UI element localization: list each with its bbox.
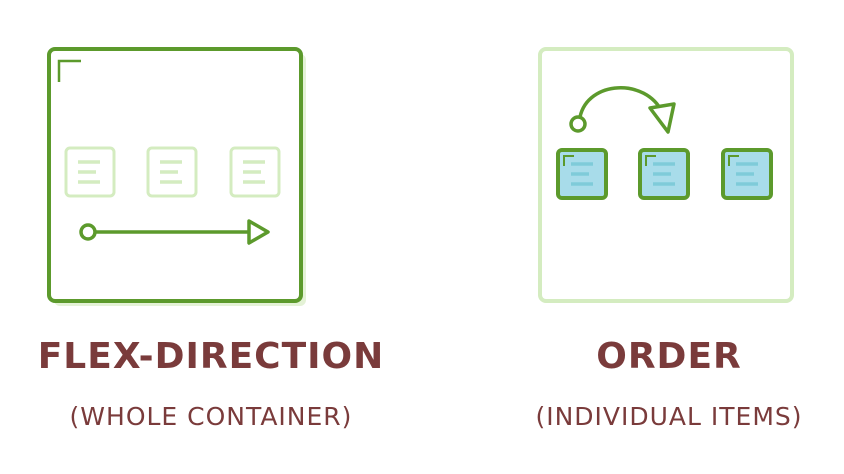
order-item (721, 148, 773, 200)
reorder-arrow-icon (569, 86, 676, 134)
flex-direction-subtitle: (WHOLE CONTAINER) (69, 402, 353, 431)
flex-item (229, 146, 281, 198)
direction-arrow-icon (79, 219, 270, 245)
order-title: ORDER (596, 336, 742, 377)
flex-item (146, 146, 198, 198)
order-subtitle: (INDIVIDUAL ITEMS) (535, 402, 803, 431)
order-item (556, 148, 608, 200)
order-illustration (538, 47, 794, 303)
flex-item (64, 146, 116, 198)
order-panel: ORDER (INDIVIDUAL ITEMS) (422, 0, 844, 474)
container-corner-mark (57, 59, 81, 82)
flex-direction-illustration (47, 47, 306, 306)
flex-direction-title: FLEX-DIRECTION (37, 336, 385, 377)
flex-direction-panel: FLEX-DIRECTION (WHOLE CONTAINER) (37, 47, 385, 431)
order-item (638, 148, 690, 200)
